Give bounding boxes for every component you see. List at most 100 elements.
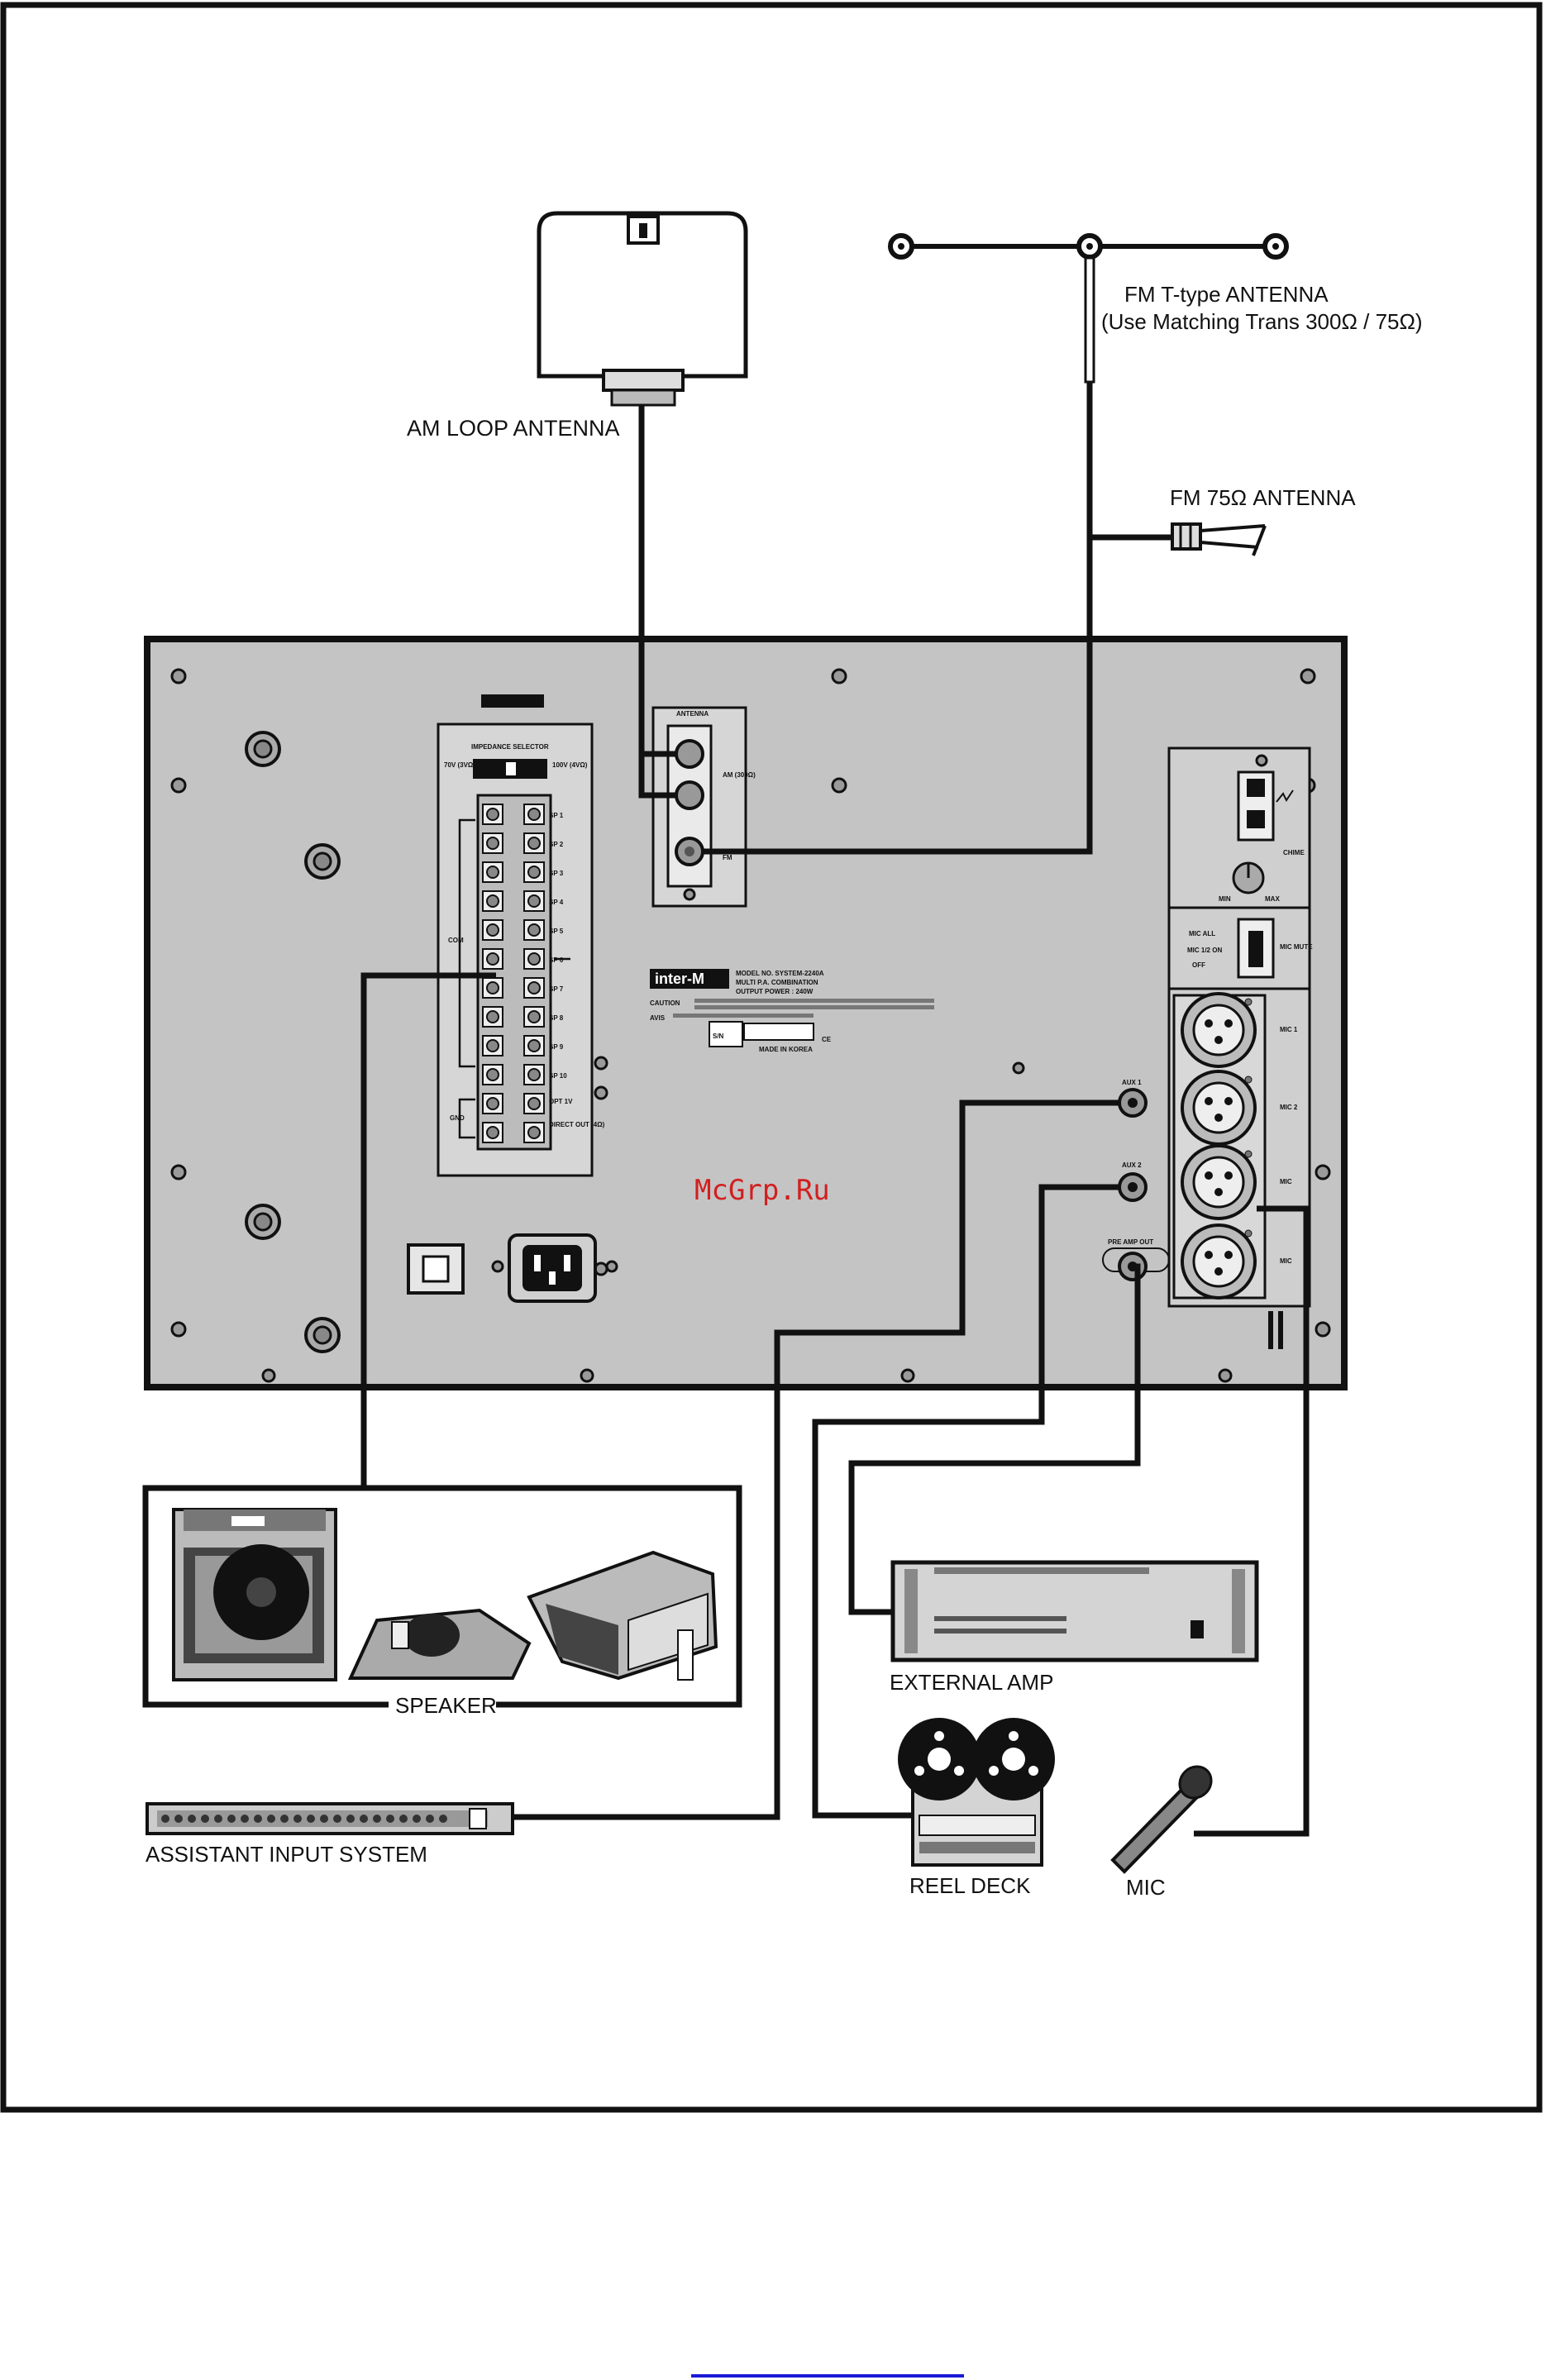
rack-knob[interactable]: [188, 1815, 196, 1823]
terminal-screw[interactable]: [486, 1010, 499, 1023]
assistant-input-system: [146, 1802, 514, 1835]
sp-label: SP 1: [549, 812, 564, 819]
terminal-screw[interactable]: [486, 923, 499, 937]
antenna-label: ANTENNA: [676, 710, 709, 718]
mic-12-label: MIC 1/2 ON: [1187, 947, 1222, 954]
rack-knob[interactable]: [241, 1815, 249, 1823]
sp-label: SP 5: [549, 928, 564, 935]
mic-mute-label: MIC MUTE: [1280, 943, 1313, 951]
fm-t-label-line2: (Use Matching Trans 300Ω / 75Ω): [1101, 309, 1423, 334]
speaker-group: [142, 1485, 742, 1716]
rack-knob[interactable]: [161, 1815, 169, 1823]
impedance-selector-label: IMPEDANCE SELECTOR: [471, 743, 549, 751]
mic1-label: MIC 1: [1280, 1026, 1298, 1033]
am-loop-label: AM LOOP ANTENNA: [407, 416, 620, 441]
max-label: MAX: [1265, 895, 1280, 903]
terminal-screw[interactable]: [527, 981, 541, 994]
rack-knob[interactable]: [439, 1815, 447, 1823]
power-inlet[interactable]: [491, 1233, 618, 1303]
terminal-screw[interactable]: [486, 1068, 499, 1081]
aux2-label: AUX 2: [1122, 1161, 1142, 1169]
terminal-screw[interactable]: [527, 923, 541, 937]
terminal-screw[interactable]: [527, 1010, 541, 1023]
rack-knob[interactable]: [320, 1815, 328, 1823]
terminal-screw[interactable]: [527, 837, 541, 850]
rack-knob[interactable]: [373, 1815, 381, 1823]
rack-knob[interactable]: [360, 1815, 368, 1823]
terminal-screw[interactable]: [486, 1097, 499, 1110]
mic3-label: MIC: [1280, 1178, 1292, 1185]
terminal-screw[interactable]: [527, 866, 541, 879]
reel-deck-label: REEL DECK: [909, 1873, 1031, 1898]
model-label-plate: inter-M MODEL NO. SYSTEM-2240A MULTI P.A…: [650, 969, 934, 1053]
sp-label: SP 2: [549, 841, 564, 848]
rack-knob[interactable]: [346, 1815, 355, 1823]
made-in-label: MADE IN KOREA: [759, 1046, 813, 1053]
rack-knob[interactable]: [267, 1815, 275, 1823]
terminal-screw[interactable]: [527, 1126, 541, 1139]
fm-t-antenna: [888, 233, 1289, 384]
am-terminal-2[interactable]: [675, 780, 704, 810]
sp-label: SP 6: [549, 956, 564, 964]
sp-label: SP 10: [549, 1072, 567, 1080]
com-label: COM: [448, 937, 464, 944]
speaker-terminal-block: IMPEDANCE SELECTOR 70V (3VΩ) 100V (4VΩ) …: [437, 723, 605, 1177]
fm-75-antenna-plug: [1171, 522, 1267, 556]
am-terminal-1[interactable]: [675, 739, 704, 769]
terminal-screw[interactable]: [527, 894, 541, 908]
gnd-label: GND: [450, 1114, 465, 1122]
fm-ohm-label: FM: [723, 854, 732, 861]
terminal-screw[interactable]: [527, 1039, 541, 1052]
rack-knob[interactable]: [426, 1815, 434, 1823]
sp-label: SP 8: [549, 1014, 564, 1022]
rack-knob[interactable]: [280, 1815, 289, 1823]
terminal-screw[interactable]: [486, 808, 499, 821]
terminal-screw[interactable]: [527, 1068, 541, 1081]
model-line1: MODEL NO. SYSTEM-2240A: [736, 970, 824, 977]
terminal-screw[interactable]: [486, 1039, 499, 1052]
aux1-label: AUX 1: [1122, 1079, 1142, 1086]
rack-knob[interactable]: [386, 1815, 394, 1823]
sp-label: SP 4: [549, 899, 564, 906]
model-line3: OUTPUT POWER : 240W: [736, 988, 814, 995]
rack-knob[interactable]: [333, 1815, 341, 1823]
terminal-screw[interactable]: [486, 1126, 499, 1139]
terminal-screw[interactable]: [486, 952, 499, 966]
rack-knob[interactable]: [399, 1815, 408, 1823]
terminal-screw[interactable]: [527, 1097, 541, 1110]
opt-out-label: OPT 1V: [549, 1098, 573, 1105]
rack-knob[interactable]: [227, 1815, 236, 1823]
terminal-screws: [482, 804, 545, 1143]
sp-labels: SP 1SP 2SP 3SP 4SP 5SP 6SP 7SP 8SP 9SP 1…: [549, 812, 567, 1080]
watermark: McGrp.Ru: [694, 1174, 830, 1207]
fm-t-label-line1: FM T-type ANTENNA: [1124, 282, 1329, 307]
avis-label: AVIS: [650, 1014, 666, 1022]
terminal-screw[interactable]: [486, 837, 499, 850]
terminal-screw[interactable]: [527, 952, 541, 966]
speaker-label: SPEAKER: [395, 1693, 497, 1718]
reel-deck: [898, 1718, 1055, 1867]
terminal-screw[interactable]: [486, 981, 499, 994]
pre-amp-out-label: PRE AMP OUT: [1108, 1238, 1153, 1246]
antenna-terminal-box: ANTENNA AM (300Ω) FM: [651, 706, 756, 908]
rack-knob[interactable]: [174, 1815, 183, 1823]
terminal-screw[interactable]: [527, 808, 541, 821]
am-ohm-label: AM (300Ω): [723, 771, 756, 779]
rack-knob[interactable]: [214, 1815, 222, 1823]
rack-knob[interactable]: [293, 1815, 302, 1823]
rack-knob[interactable]: [413, 1815, 421, 1823]
imp-right-label: 100V (4VΩ): [552, 761, 588, 769]
terminal-screw[interactable]: [486, 894, 499, 908]
microphone: [1110, 1765, 1213, 1874]
svg-text:inter-M: inter-M: [655, 971, 704, 987]
rack-knob[interactable]: [307, 1815, 315, 1823]
ce-mark: CE: [822, 1036, 832, 1043]
footer-link[interactable]: [691, 2374, 964, 2378]
sp-label: SP 7: [549, 985, 564, 993]
direct-out-label: DIRECT OUT (4Ω): [549, 1121, 605, 1128]
rack-knob[interactable]: [254, 1815, 262, 1823]
sp-label: SP 3: [549, 870, 564, 877]
terminal-screw[interactable]: [486, 866, 499, 879]
rack-knob[interactable]: [201, 1815, 209, 1823]
